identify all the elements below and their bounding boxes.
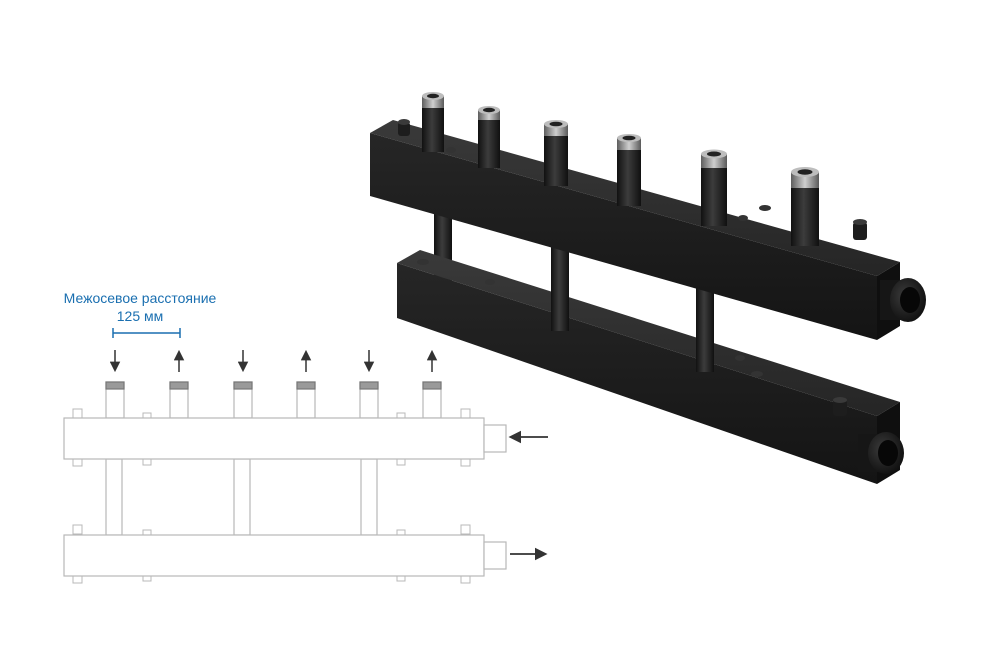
spacing-value: 125 мм (116, 308, 164, 324)
schematic-return-nipple (483, 541, 507, 570)
schematic-headers (63, 417, 507, 577)
schematic-supply-header (63, 417, 485, 460)
spacing-dimension-line (112, 328, 181, 338)
schematic-outlet (296, 381, 316, 419)
schematic-return-header (63, 534, 485, 577)
render-outlet (422, 92, 444, 152)
render-outlets (422, 92, 819, 246)
schematic-supply-nipple (483, 424, 507, 453)
schematic-outlets (105, 381, 442, 419)
render-outlet (701, 149, 727, 226)
schematic-outlet (422, 381, 442, 419)
render-outlet (478, 106, 500, 168)
render-return-header (397, 250, 904, 484)
flow-arrows (109, 349, 438, 373)
schematic-outlet (359, 381, 379, 419)
spacing-label: Межосевое расстояние 125 мм (40, 289, 240, 325)
schematic-outlet (169, 381, 189, 419)
schematic-outlet (105, 381, 125, 419)
render-outlet (791, 167, 819, 246)
render-outlet (544, 120, 568, 186)
render-outlet (617, 134, 641, 206)
spacing-caption: Межосевое расстояние (63, 290, 217, 306)
